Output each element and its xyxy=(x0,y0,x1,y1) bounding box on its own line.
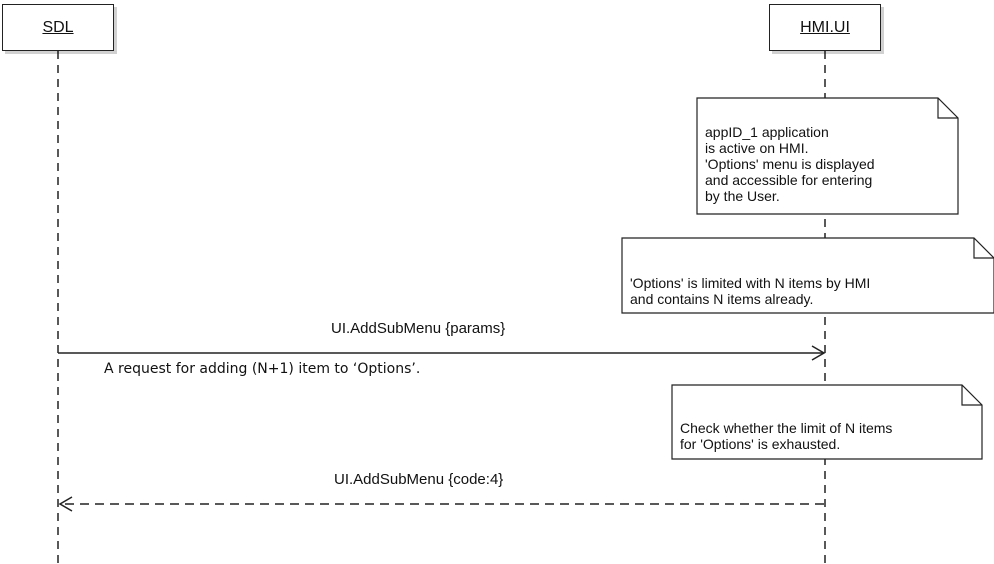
response-message-label: UI.AddSubMenu {code:4} xyxy=(334,471,504,488)
participant-sdl: SDL xyxy=(2,4,114,51)
note-app-active-shape xyxy=(696,97,959,215)
note-app-active: appID_1 application is active on HMI. 'O… xyxy=(697,108,937,220)
participant-hmi-ui: HMI.UI xyxy=(769,4,881,51)
note-app-active-text: appID_1 application is active on HMI. 'O… xyxy=(705,124,875,204)
note-check-limit: Check whether the limit of N items for '… xyxy=(672,404,962,468)
note-options-limited: 'Options' is limited with N items by HMI… xyxy=(622,259,982,323)
response-arrow-head xyxy=(58,496,73,512)
participant-sdl-label: SDL xyxy=(42,18,74,36)
note-options-limited-shape xyxy=(621,237,994,314)
participant-hmi-ui-label: HMI.UI xyxy=(800,18,850,36)
note-options-limited-text: 'Options' is limited with N items by HMI… xyxy=(630,275,871,307)
note-check-limit-shape xyxy=(671,384,983,460)
request-message-label: UI.AddSubMenu {params} xyxy=(331,320,506,337)
request-description: A request for adding (N+1) item to ‘Opti… xyxy=(104,361,421,377)
request-arrow-head xyxy=(811,345,826,361)
note-check-limit-text: Check whether the limit of N items for '… xyxy=(680,420,893,452)
